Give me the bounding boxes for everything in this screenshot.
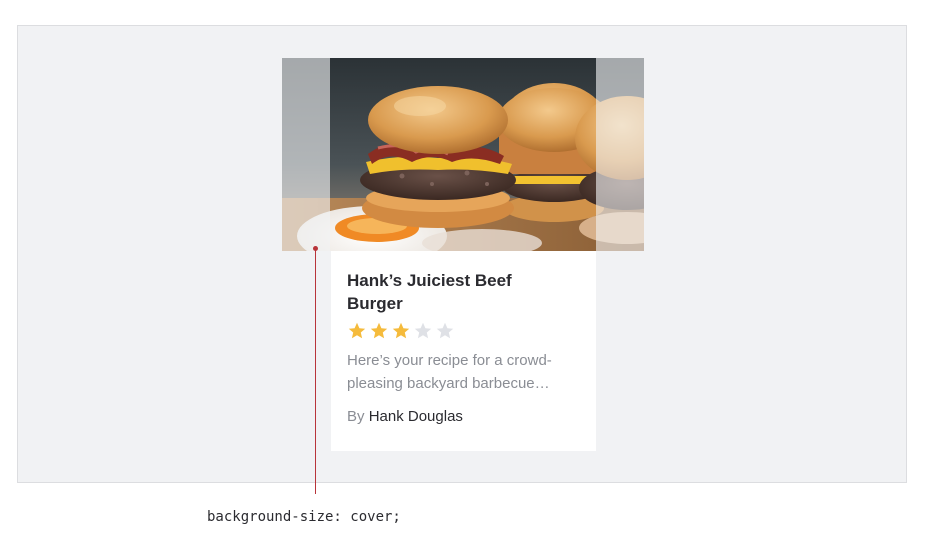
star-filled-icon [392, 322, 410, 339]
recipe-title[interactable]: Hank’s Juiciest Beef Burger [347, 271, 512, 313]
author-name[interactable]: Hank Douglas [368, 408, 463, 425]
star-filled-icon [348, 322, 366, 339]
cropped-area-left-overlay [282, 58, 330, 251]
star-empty-icon [414, 322, 432, 339]
cropped-area-right-overlay [596, 58, 644, 251]
recipe-byline: By Hank Douglas [347, 408, 580, 425]
burger-photo [282, 58, 644, 251]
byline-prefix: By [347, 408, 369, 425]
annotation-pointer-line [315, 248, 316, 494]
star-filled-icon [370, 322, 388, 339]
star-empty-icon [436, 322, 454, 339]
star-rating [347, 321, 580, 341]
recipe-description: Here’s your recipe for a crowd-pleasing … [347, 352, 552, 392]
recipe-card[interactable]: Hank’s Juiciest Beef Burger Here’s your … [331, 251, 596, 451]
burger-background-image [282, 58, 644, 251]
recipe-card-body: Hank’s Juiciest Beef Burger Here’s your … [331, 251, 596, 425]
css-code-caption: background-size: cover; [207, 509, 401, 525]
